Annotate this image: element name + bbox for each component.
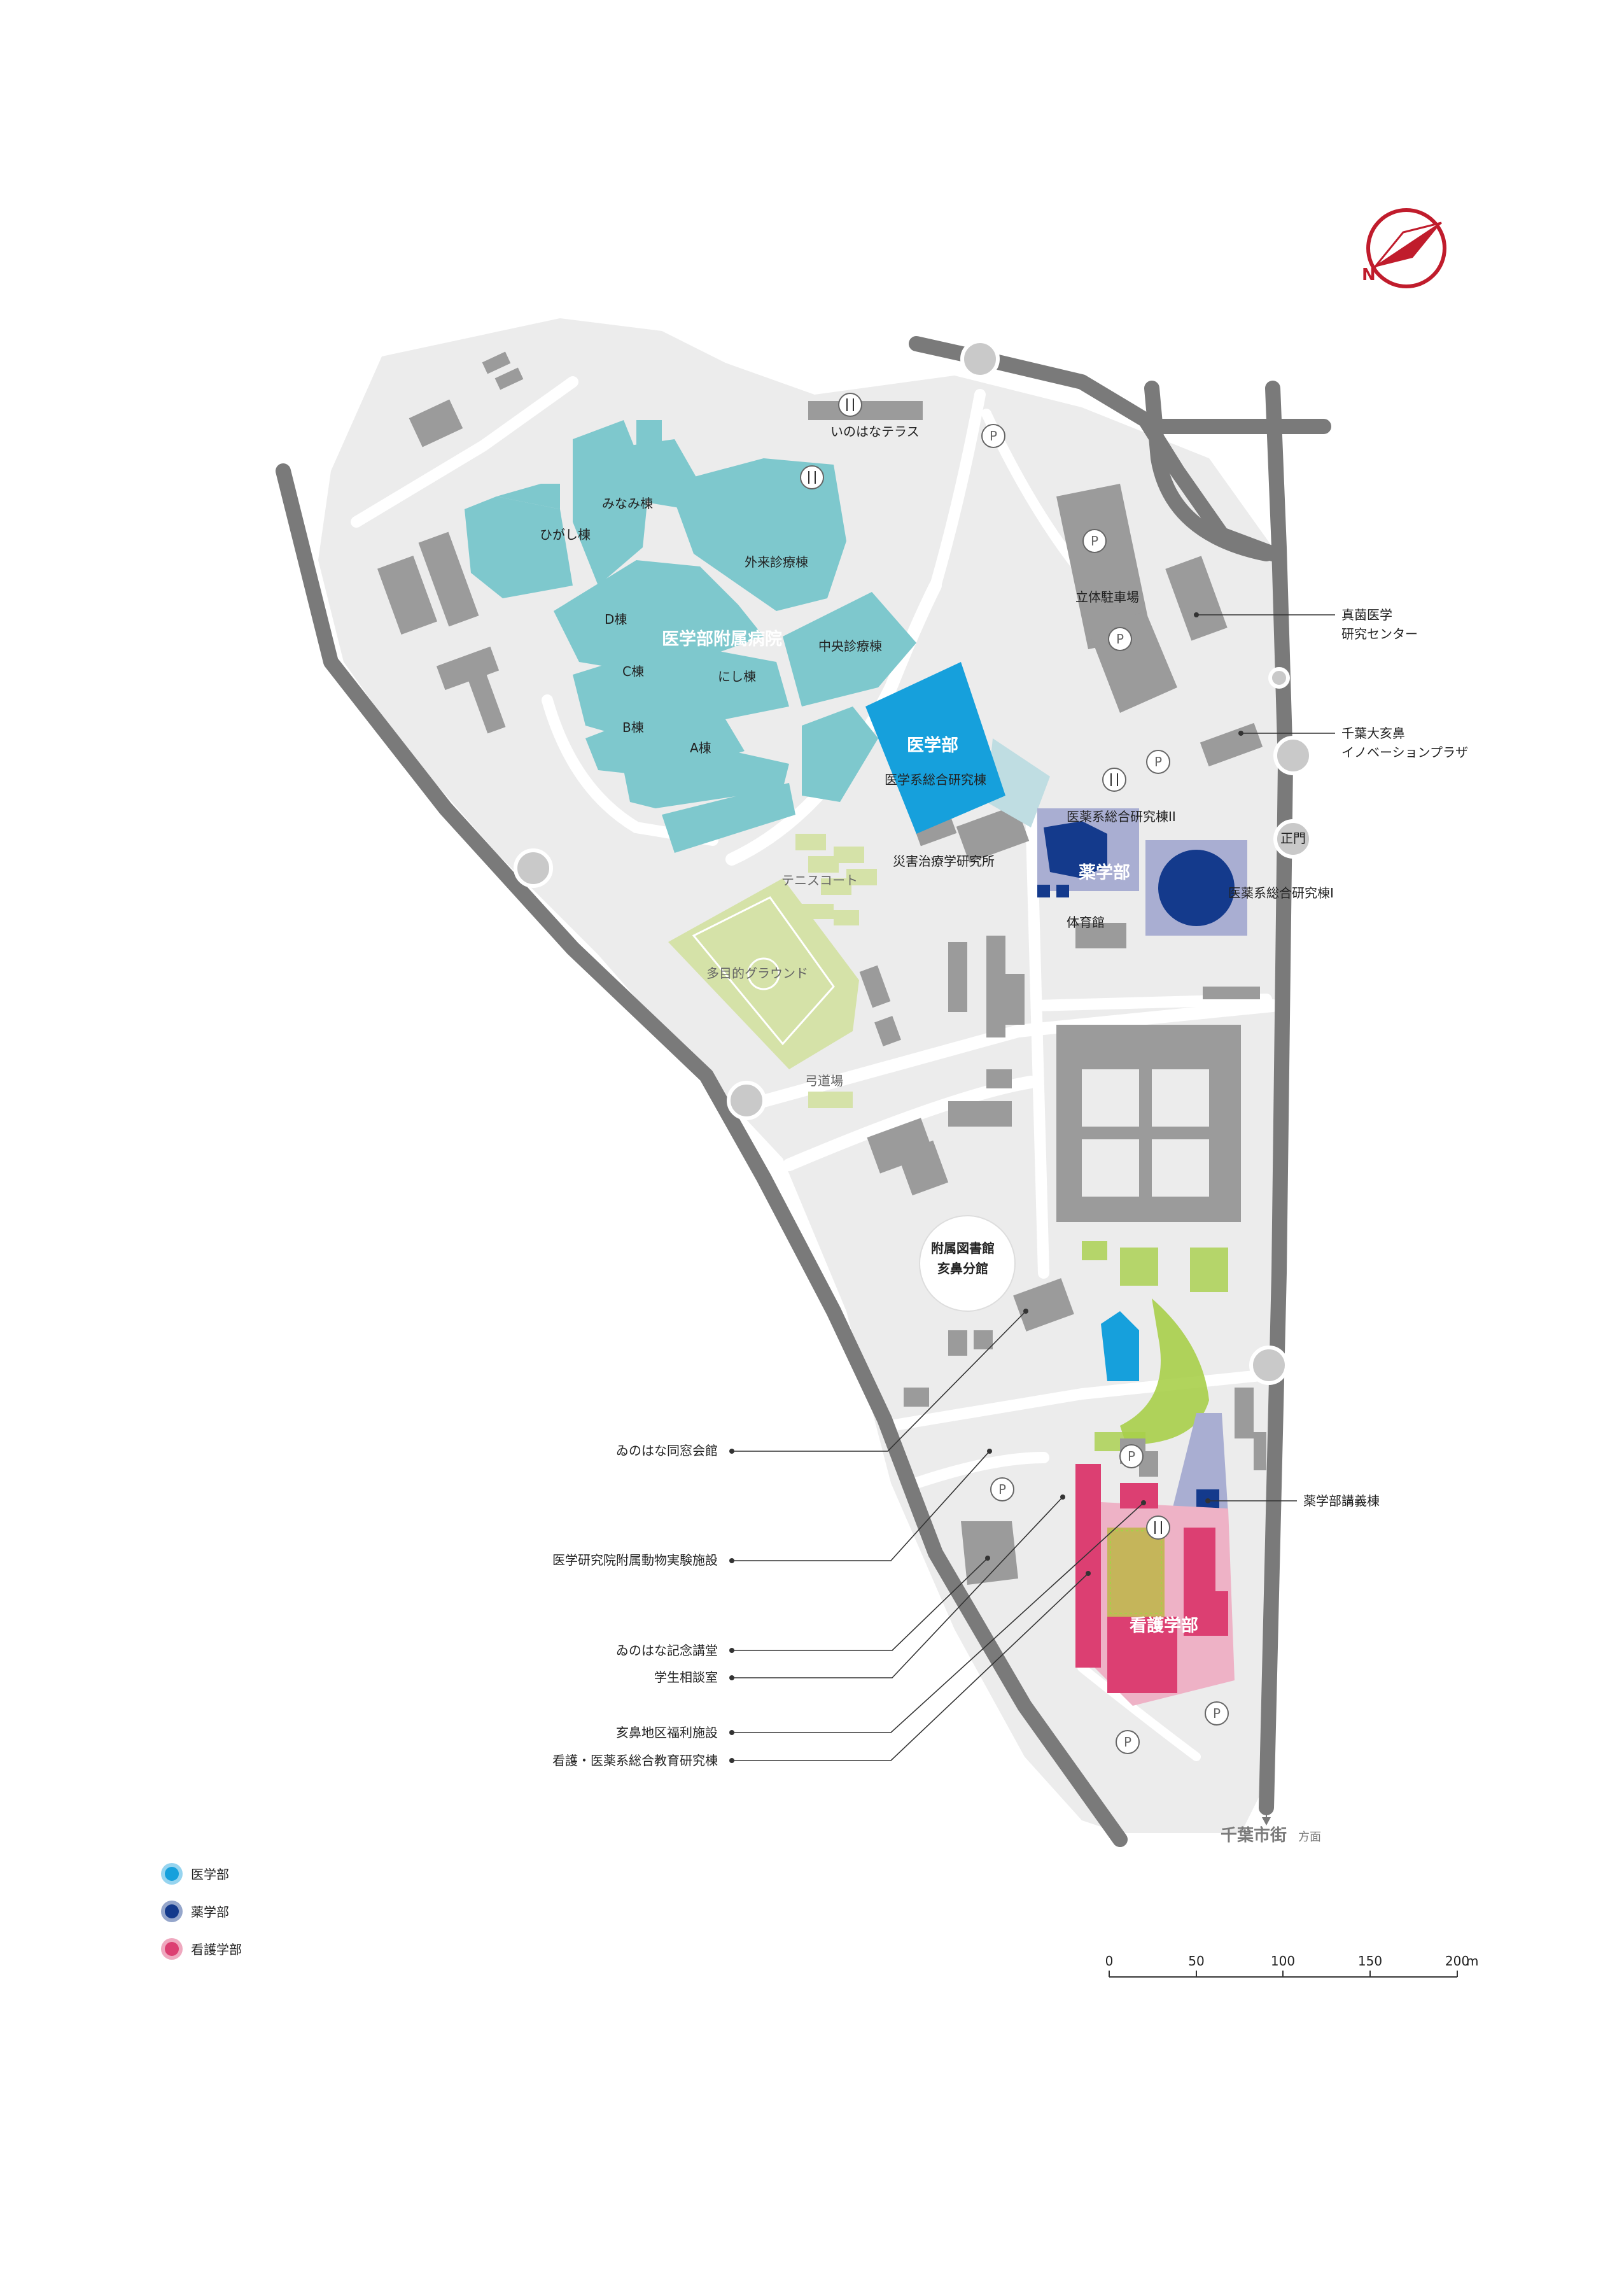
svg-text:薬学部: 薬学部 [191, 1904, 229, 1920]
svg-text:医学部: 医学部 [191, 1867, 229, 1882]
svg-text:P: P [990, 428, 997, 444]
label-disaster-research: 災害治療学研究所 [893, 854, 995, 869]
label-minami: みなみ棟 [602, 496, 653, 511]
label-pharmacy-faculty: 薬学部 [1079, 862, 1130, 883]
label-hospital: 医学部附属病院 [662, 629, 782, 649]
svg-text:方面: 方面 [1298, 1831, 1321, 1844]
svg-text:P: P [1116, 631, 1124, 647]
parking-icon-5: P [990, 1477, 1014, 1501]
parking-icon-2: P [1082, 529, 1107, 553]
svg-text:200: 200 [1445, 1953, 1469, 1969]
label-parking-tower: 立体駐車場 [1075, 589, 1139, 605]
svg-text:P: P [998, 1482, 1006, 1497]
left-label-6: 看護・医薬系総合教育研究棟 [552, 1753, 718, 1768]
restaurant-icon-3 [1102, 768, 1126, 792]
city-direction: 千葉市街 方面 [1221, 1808, 1321, 1845]
label-ground: 多目的グラウンド [706, 966, 808, 981]
parking-icon-8: P [1116, 1730, 1140, 1754]
svg-text:千葉市街: 千葉市街 [1221, 1825, 1287, 1845]
left-label-4: 学生相談室 [654, 1670, 718, 1685]
label-shinkin-2: 研究センター [1341, 626, 1418, 642]
svg-text:N: N [1362, 265, 1376, 285]
label-d-wing: D棟 [605, 612, 627, 627]
parking-icon-6: P [1119, 1444, 1144, 1468]
medicine-zone [865, 662, 1139, 1381]
label-plaza-1: 千葉大亥鼻 [1341, 726, 1405, 741]
svg-text:P: P [1154, 754, 1162, 770]
label-b-wing: B棟 [622, 720, 644, 735]
pharmacy-zone [1037, 808, 1247, 1515]
label-medicine-faculty: 医学部 [907, 735, 958, 756]
label-higashi: ひがし棟 [540, 527, 591, 542]
svg-text:P: P [1091, 533, 1098, 549]
label-nishi: にし棟 [718, 669, 756, 684]
left-label-5: 亥鼻地区福利施設 [616, 1725, 718, 1740]
svg-text:150: 150 [1358, 1953, 1382, 1969]
label-plaza-2: イノベーションプラザ [1341, 745, 1468, 760]
label-main-gate: 正門 [1280, 831, 1306, 846]
svg-text:m: m [1466, 1953, 1478, 1969]
parking-icon-1: P [981, 424, 1005, 448]
compass-north-icon: N [1362, 208, 1446, 288]
label-pharmacy-lecture: 薬学部講義棟 [1303, 1493, 1380, 1508]
svg-text:看護学部: 看護学部 [191, 1942, 242, 1957]
legend-item-medicine: 医学部 [161, 1863, 229, 1885]
svg-text:P: P [1213, 1706, 1221, 1721]
legend: 医学部 薬学部 看護学部 [161, 1863, 242, 1960]
left-label-3: ゐのはな記念講堂 [616, 1643, 718, 1658]
library-circle [919, 1215, 1016, 1312]
label-archery: 弓道場 [805, 1073, 843, 1088]
label-gym: 体育館 [1067, 915, 1105, 930]
label-gairai: 外来診療棟 [745, 554, 808, 570]
hospital-complex [465, 420, 916, 853]
label-med-research: 医学系総合研究棟 [885, 772, 986, 787]
left-label-1: ゐのはな同窓会館 [616, 1443, 718, 1458]
label-inohana-terrace: いのはなテラス [830, 424, 920, 439]
left-label-2: 医学研究院附属動物実験施設 [552, 1552, 718, 1568]
label-shinkin-1: 真菌医学 [1341, 607, 1392, 622]
parking-icon-3: P [1108, 627, 1132, 651]
main-gate-circle [1273, 819, 1313, 859]
left-labels: ゐのはな同窓会館 医学研究院附属動物実験施設 ゐのはな記念講堂 学生相談室 亥鼻… [552, 1309, 1146, 1768]
svg-text:P: P [1124, 1734, 1131, 1750]
label-medpharm-1: 医薬系総合研究棟I [1228, 885, 1334, 901]
restaurant-icon-4 [1146, 1515, 1170, 1540]
sports-fields [668, 834, 877, 1108]
label-medpharm-2: 医薬系総合研究棟II [1067, 809, 1176, 824]
svg-text:100: 100 [1271, 1953, 1295, 1969]
scale-bar: 0 50 100 150 200 m [1105, 1953, 1478, 1978]
label-a-wing: A棟 [690, 740, 711, 756]
parking-markers: P P P P P P P P [981, 424, 1229, 1754]
nursing-zone [1075, 1464, 1235, 1706]
parking-icon-4: P [1146, 750, 1170, 774]
label-library-2: 亥鼻分館 [937, 1261, 988, 1276]
junctions [514, 339, 1313, 1385]
legend-item-pharmacy: 薬学部 [161, 1901, 229, 1922]
label-library-1: 附属図書館 [931, 1241, 995, 1256]
inohana-terrace-building [808, 401, 923, 420]
svg-text:50: 50 [1188, 1953, 1204, 1969]
parking-icon-7: P [1205, 1701, 1229, 1726]
legend-item-nursing: 看護学部 [161, 1938, 242, 1960]
label-tennis: テニスコート [781, 873, 858, 888]
main-courtyards [1082, 1069, 1209, 1197]
restaurant-icon-2 [800, 465, 824, 489]
label-nursing-faculty: 看護学部 [1130, 1615, 1198, 1636]
label-chuo: 中央診療棟 [818, 638, 882, 654]
restaurant-icon-1 [838, 393, 862, 417]
label-c-wing: C棟 [622, 664, 644, 679]
tree-zones [1082, 1241, 1228, 1451]
svg-text:0: 0 [1105, 1953, 1114, 1969]
svg-text:P: P [1128, 1449, 1135, 1464]
restaurant-markers [800, 393, 1170, 1540]
